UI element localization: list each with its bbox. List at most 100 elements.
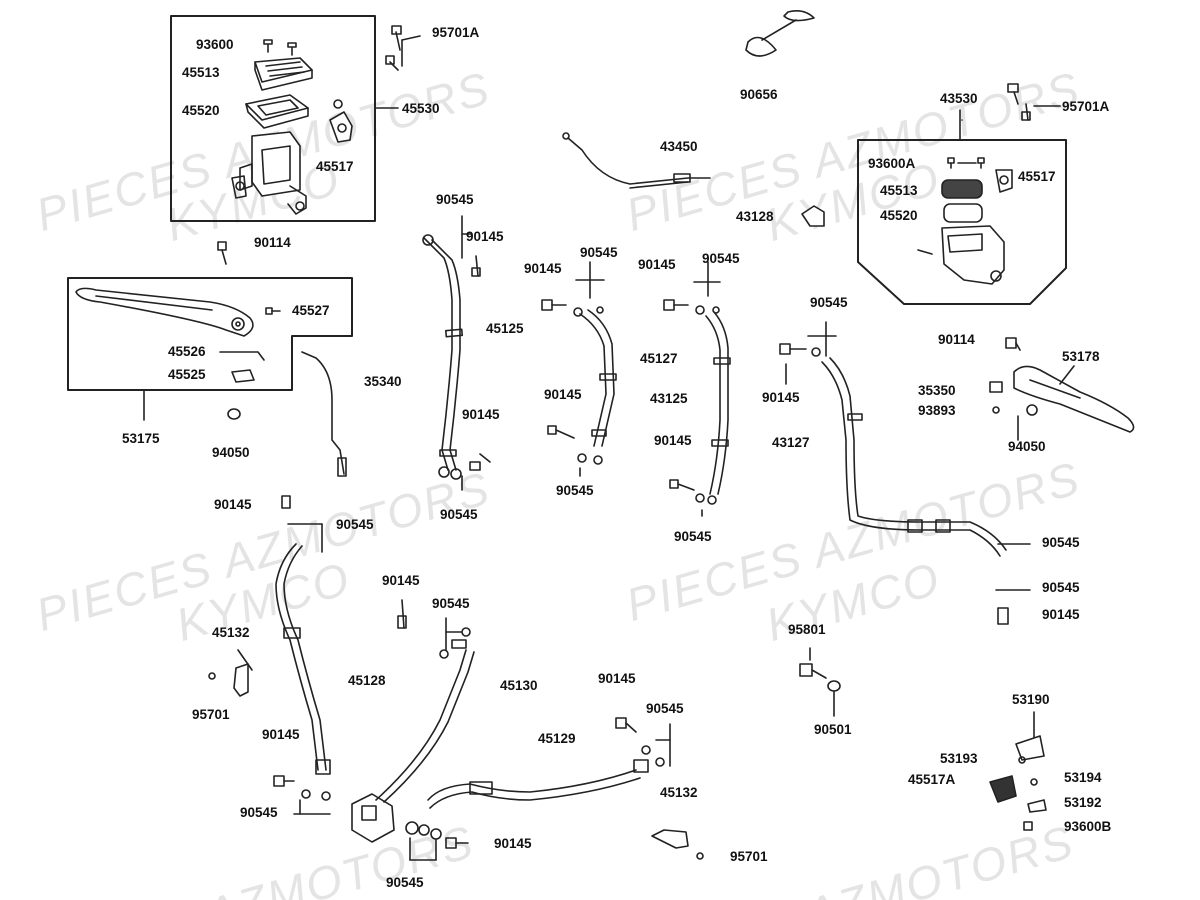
part-label: 45127 bbox=[640, 351, 678, 366]
bolt-icon bbox=[469, 453, 491, 471]
pivot-block-icon bbox=[1027, 799, 1047, 813]
bolt-icon bbox=[541, 299, 567, 311]
part-label: 95801 bbox=[788, 622, 826, 637]
part-label: 90545 bbox=[440, 507, 478, 522]
part-label: 45125 bbox=[486, 321, 524, 336]
bolt-icon bbox=[799, 663, 827, 679]
bolt-icon bbox=[547, 425, 575, 439]
part-label: 90145 bbox=[494, 836, 532, 851]
strap-icon bbox=[745, 10, 815, 57]
part-label: 90145 bbox=[262, 727, 300, 742]
master-cylinder-body-icon bbox=[231, 131, 307, 215]
brake-hose-icon bbox=[705, 311, 731, 495]
brake-lever-icon bbox=[1013, 365, 1135, 433]
part-label: 53194 bbox=[1064, 770, 1102, 785]
part-label: 90545 bbox=[432, 596, 470, 611]
bolt-icon bbox=[281, 495, 291, 509]
bolt-icon bbox=[445, 837, 469, 849]
part-label: 43125 bbox=[650, 391, 688, 406]
brake-hose-icon bbox=[275, 543, 331, 775]
part-label: 45520 bbox=[880, 208, 918, 223]
diaphragm-icon bbox=[245, 94, 309, 129]
part-label: 43450 bbox=[660, 139, 698, 154]
screw-icon bbox=[1023, 821, 1033, 831]
brake-hose-icon bbox=[579, 309, 617, 447]
part-label: 90545 bbox=[386, 875, 424, 890]
part-label: 90145 bbox=[762, 390, 800, 405]
part-label: 90145 bbox=[462, 407, 500, 422]
part-label: 90545 bbox=[336, 517, 374, 532]
bolt-icon bbox=[385, 55, 399, 71]
brake-hose-icon bbox=[427, 759, 649, 809]
part-label: 45530 bbox=[402, 101, 440, 116]
part-label: 53193 bbox=[940, 751, 978, 766]
cable-holder-icon bbox=[801, 205, 825, 227]
brake-lever-icon bbox=[75, 287, 254, 337]
nut-icon bbox=[227, 408, 241, 420]
part-label: 93600B bbox=[1064, 819, 1112, 834]
parking-lock-icon bbox=[1015, 735, 1045, 761]
caliper-icon bbox=[351, 793, 395, 843]
part-label: 90545 bbox=[702, 251, 740, 266]
bolt-icon bbox=[391, 25, 402, 51]
screw-icon bbox=[287, 42, 297, 56]
pivot-block-icon bbox=[231, 369, 255, 383]
spring-icon bbox=[1018, 756, 1026, 764]
switch-icon bbox=[989, 381, 1003, 393]
part-label: 90545 bbox=[556, 483, 594, 498]
part-label: 90545 bbox=[810, 295, 848, 310]
part-label: 45527 bbox=[292, 303, 330, 318]
part-label: 45132 bbox=[212, 625, 250, 640]
screw-icon bbox=[208, 672, 216, 680]
part-label: 45513 bbox=[182, 65, 220, 80]
part-label: 90114 bbox=[254, 235, 291, 250]
bolt-icon bbox=[669, 479, 695, 491]
reservoir-cap-icon bbox=[254, 57, 313, 91]
bracket-icon bbox=[651, 829, 689, 849]
part-label: 45526 bbox=[168, 344, 206, 359]
brake-cable-icon bbox=[562, 132, 711, 189]
bolt-icon bbox=[615, 717, 637, 733]
part-label: 90545 bbox=[580, 245, 618, 260]
part-label: 95701A bbox=[432, 25, 480, 40]
part-label: 43530 bbox=[940, 91, 978, 106]
part-label: 45517 bbox=[316, 159, 354, 174]
bolt-icon bbox=[997, 607, 1009, 625]
bolt-icon bbox=[273, 775, 295, 787]
part-label: 95701 bbox=[730, 849, 768, 864]
brake-hose-icon bbox=[821, 357, 1007, 557]
part-label: 90145 bbox=[598, 671, 636, 686]
part-label: 93600 bbox=[196, 37, 234, 52]
pin-icon bbox=[265, 307, 281, 315]
part-label: 93893 bbox=[918, 403, 956, 418]
part-label: 43127 bbox=[772, 435, 810, 450]
part-label: 35350 bbox=[918, 383, 956, 398]
part-label: 90545 bbox=[674, 529, 712, 544]
bolt-icon bbox=[217, 241, 227, 265]
clamp-icon bbox=[329, 99, 353, 143]
screw-icon bbox=[1030, 778, 1038, 786]
bolt-icon bbox=[471, 255, 481, 277]
part-label: 95701A bbox=[1062, 99, 1110, 114]
part-label: 90145 bbox=[524, 261, 562, 276]
screw-icon bbox=[696, 852, 704, 860]
master-cylinder-body-icon bbox=[917, 225, 1005, 285]
part-label: 94050 bbox=[1008, 439, 1046, 454]
bolt-icon bbox=[1007, 83, 1019, 105]
part-label: 90145 bbox=[466, 229, 504, 244]
part-label: 90656 bbox=[740, 87, 778, 102]
bolt-icon bbox=[663, 299, 689, 311]
part-label: 90545 bbox=[240, 805, 278, 820]
part-label: 45129 bbox=[538, 731, 576, 746]
screw-icon bbox=[947, 157, 955, 169]
brake-switch-icon bbox=[301, 351, 347, 477]
part-label: 90145 bbox=[214, 497, 252, 512]
screw-icon bbox=[992, 406, 1000, 414]
lever-kit-box bbox=[67, 277, 353, 391]
part-label: 94050 bbox=[212, 445, 250, 460]
part-label: 45513 bbox=[880, 183, 918, 198]
part-label: 45520 bbox=[182, 103, 220, 118]
part-label: 90145 bbox=[544, 387, 582, 402]
